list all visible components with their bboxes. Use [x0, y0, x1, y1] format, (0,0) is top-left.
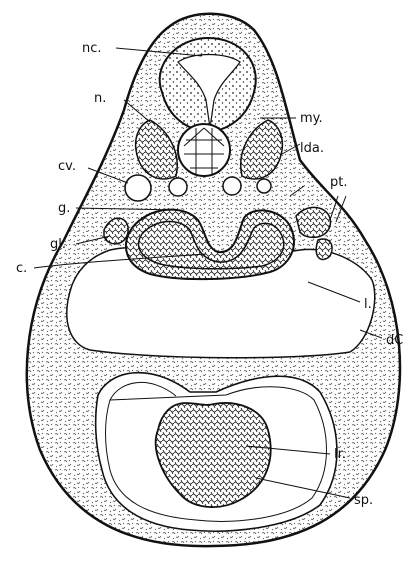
label-lda: lda.	[300, 141, 324, 156]
label-sp: sp.	[354, 493, 373, 508]
label-pt: pt.	[330, 175, 347, 190]
label-cv: cv.	[58, 159, 76, 174]
label-gl: gl.	[50, 237, 66, 252]
cardinal-vein	[125, 175, 151, 201]
label-g: g.	[58, 201, 70, 216]
label-my: my.	[300, 111, 323, 126]
dorsal-aorta	[257, 179, 271, 193]
label-c: c.	[16, 261, 27, 276]
label-lr: lr.	[334, 447, 346, 462]
label-n: n.	[94, 91, 106, 106]
label-l: l.	[364, 297, 372, 312]
vessel-right	[223, 177, 241, 195]
label-nc: nc.	[82, 41, 102, 56]
vessel-left	[169, 178, 187, 196]
label-dc: dC	[386, 333, 403, 348]
